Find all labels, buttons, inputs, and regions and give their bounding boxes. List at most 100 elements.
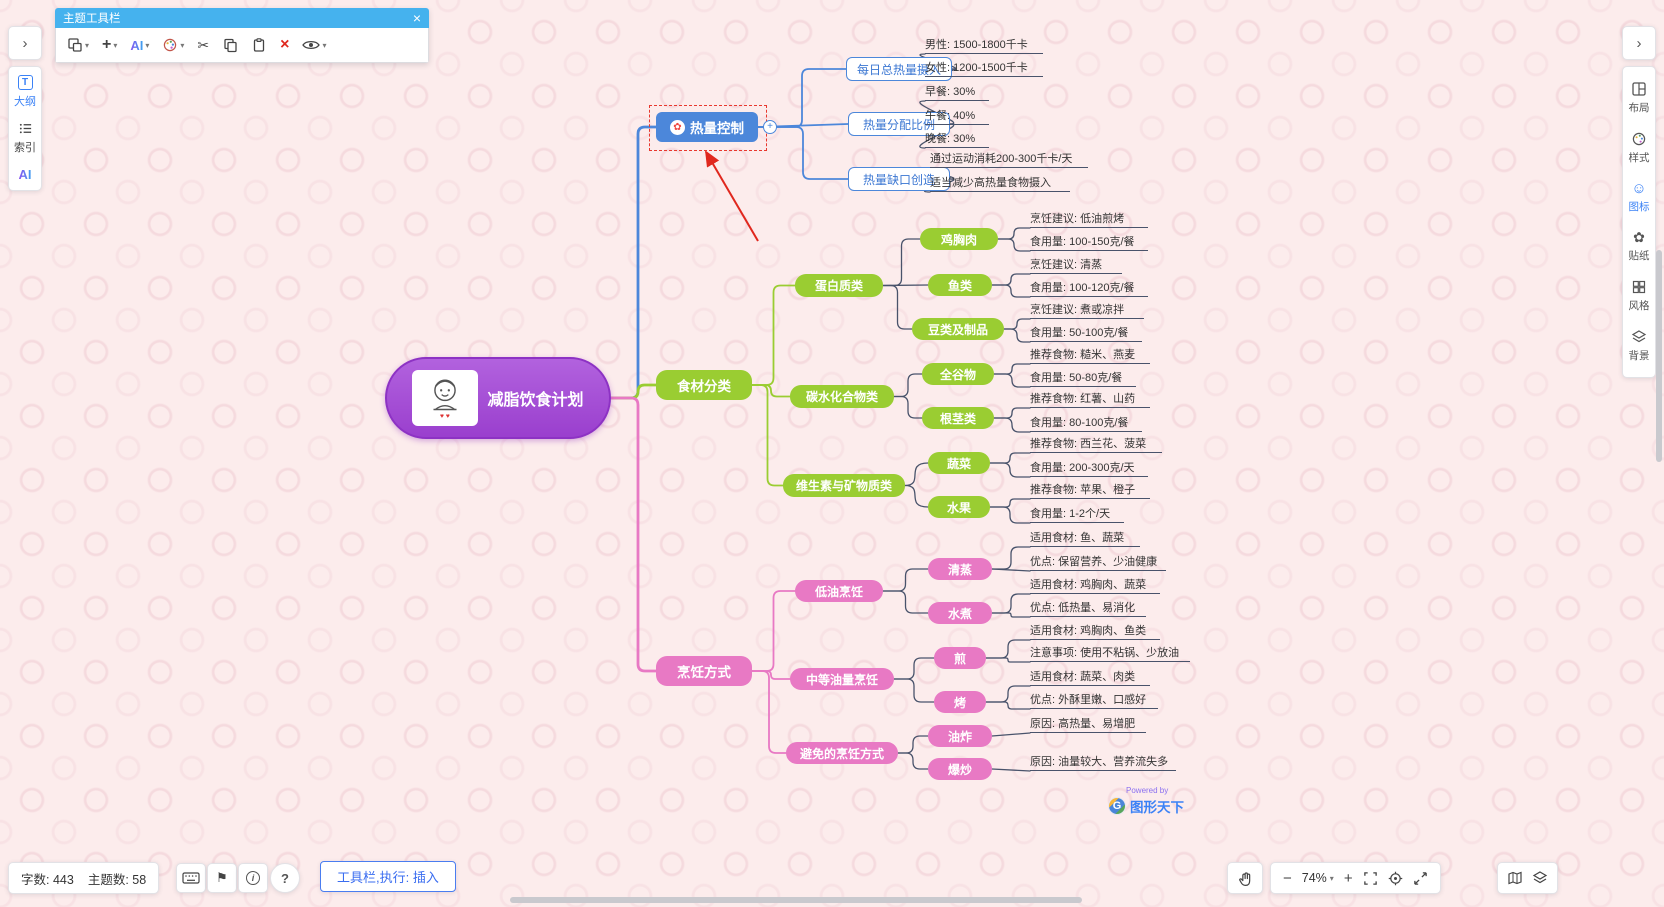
mindmap-node-b2c2a[interactable]: 全谷物 <box>922 363 994 385</box>
mindmap-node-b2c1b1[interactable]: 烹饪建议: 清蒸 <box>1030 258 1122 274</box>
center-view-button[interactable] <box>1388 871 1403 886</box>
mindmap-node-b1c1l2[interactable]: 女性: 1200-1500千卡 <box>925 61 1043 77</box>
theme-toolbar-header[interactable]: 主题工具栏 × <box>55 8 429 28</box>
mindmap-node-b2c1c[interactable]: 豆类及制品 <box>912 318 1004 340</box>
zoom-out-button[interactable]: − <box>1283 869 1292 887</box>
mindmap-node-b2c3b[interactable]: 水果 <box>928 496 990 518</box>
mindmap-node-b2c3b1[interactable]: 推荐食物: 苹果、橙子 <box>1030 483 1150 499</box>
mindmap-node-b1c1[interactable]: 每日总热量摄入 <box>846 57 952 81</box>
tab-icons[interactable]: ☺ 图标 <box>1623 173 1655 222</box>
close-icon[interactable]: × <box>412 10 421 26</box>
zoom-level-dropdown[interactable]: 74% ▾ <box>1302 871 1334 885</box>
mindmap-node-b2c2b2[interactable]: 食用量: 80-100克/餐 <box>1030 416 1142 432</box>
mindmap-node-b1[interactable]: ✿热量控制 <box>656 112 758 142</box>
help-button[interactable]: ? <box>270 863 300 893</box>
left-panel-expand-button[interactable]: › <box>8 26 42 60</box>
mindmap-node-b3c3a[interactable]: 油炸 <box>928 725 992 747</box>
mindmap-node-b3c1b[interactable]: 水煮 <box>928 602 992 624</box>
tab-layout[interactable]: 布局 <box>1623 73 1655 123</box>
cut-button[interactable]: ✂ <box>194 35 212 55</box>
mindmap-node-b2c2b1[interactable]: 推荐食物: 红薯、山药 <box>1030 392 1150 408</box>
mindmap-node-b2c1a[interactable]: 鸡胸肉 <box>920 228 998 250</box>
mindmap-node-b3c1a[interactable]: 清蒸 <box>928 558 992 580</box>
mindmap-root-node[interactable]: ♥ ♥减脂饮食计划 <box>385 357 611 439</box>
mindmap-node-b1c3l1[interactable]: 通过运动消耗200-300千卡/天 <box>930 152 1088 168</box>
mindmap-node-b2c2b[interactable]: 根茎类 <box>922 407 994 429</box>
visibility-button[interactable]: ▾ <box>299 36 329 54</box>
mindmap-node-b3[interactable]: 烹饪方式 <box>656 656 752 686</box>
mindmap-node-b2c1[interactable]: 蛋白质类 <box>795 274 883 297</box>
mindmap-node-b2c1b[interactable]: 鱼类 <box>928 274 992 296</box>
layers-button[interactable] <box>1532 870 1548 886</box>
mindmap-node-b3c2a[interactable]: 煎 <box>934 647 986 669</box>
mindmap-node-b3c2b2[interactable]: 优点: 外酥里嫩、口感好 <box>1030 693 1158 709</box>
mindmap-node-b3c2a1[interactable]: 适用食材: 鸡胸肉、鱼类 <box>1030 624 1160 640</box>
mindmap-node-b3c1a1[interactable]: 适用食材: 鱼、蔬菜 <box>1030 531 1140 547</box>
flag-button[interactable]: ⚑ <box>207 863 237 893</box>
node-label: 适用食材: 蔬菜、肉类 <box>1030 671 1136 683</box>
delete-button[interactable]: × <box>277 35 292 55</box>
sidebar-item-outline[interactable]: T 大纲 <box>9 75 41 109</box>
fit-screen-button[interactable] <box>1363 871 1378 886</box>
toolbar-execute-insert-button[interactable]: 工具栏,执行: 插入 <box>320 861 456 892</box>
mindmap-node-b2c2[interactable]: 碳水化合物类 <box>790 385 894 408</box>
copy-button[interactable] <box>219 34 241 56</box>
horizontal-scrollbar[interactable] <box>510 897 1082 903</box>
tab-style[interactable]: 样式 <box>1623 123 1655 173</box>
mindmap-node-b3c2a2[interactable]: 注意事项: 使用不粘锅、少放油 <box>1030 646 1190 662</box>
mindmap-node-b2c1a2[interactable]: 食用量: 100-150克/餐 <box>1030 235 1148 251</box>
mindmap-node-b2c1c2[interactable]: 食用量: 50-100克/餐 <box>1030 326 1142 342</box>
mindmap-node-b3c3b[interactable]: 爆炒 <box>928 758 992 780</box>
mindmap-node-b3c1b2[interactable]: 优点: 低热量、易消化 <box>1030 601 1146 617</box>
mindmap-node-b3c1a2[interactable]: 优点: 保留营养、少油健康 <box>1030 555 1166 571</box>
mindmap-node-b2c2a1[interactable]: 推荐食物: 糙米、燕麦 <box>1030 348 1150 364</box>
minimap-button[interactable] <box>1507 870 1523 886</box>
color-palette-button[interactable]: ▾ <box>159 34 187 56</box>
mindmap-node-b2c1c1[interactable]: 烹饪建议: 煮或凉拌 <box>1030 303 1144 319</box>
mindmap-node-b3c3b1[interactable]: 原因: 油量较大、营养流失多 <box>1030 755 1176 771</box>
theme-style-button[interactable]: ▾ <box>64 34 92 56</box>
paste-button[interactable] <box>248 34 270 56</box>
zoom-in-button[interactable]: + <box>1343 869 1353 887</box>
mindmap-node-b2[interactable]: 食材分类 <box>656 370 752 400</box>
vertical-scrollbar[interactable] <box>1656 250 1662 462</box>
fullscreen-button[interactable] <box>1413 871 1428 886</box>
add-topic-button[interactable]: + ▾ <box>99 35 120 55</box>
tab-theme-style[interactable]: 风格 <box>1623 271 1655 321</box>
node-label: 原因: 油量较大、营养流失多 <box>1030 756 1169 768</box>
mindmap-node-b3c1b1[interactable]: 适用食材: 鸡胸肉、蔬菜 <box>1030 578 1160 594</box>
tab-stickers[interactable]: ✿ 贴纸 <box>1623 222 1655 271</box>
mindmap-node-b2c2a2[interactable]: 食用量: 50-80克/餐 <box>1030 371 1136 387</box>
pan-tool-button[interactable] <box>1227 862 1263 894</box>
mindmap-node-b2c3[interactable]: 维生素与矿物质类 <box>783 474 905 497</box>
mindmap-node-b1c2l3[interactable]: 晚餐: 30% <box>925 132 989 148</box>
mindmap-node-b2c3b2[interactable]: 食用量: 1-2个/天 <box>1030 507 1124 523</box>
mindmap-node-b1c2l2[interactable]: 午餐: 40% <box>925 109 989 125</box>
node-label: 注意事项: 使用不粘锅、少放油 <box>1030 647 1180 659</box>
mindmap-node-b3c2b1[interactable]: 适用食材: 蔬菜、肉类 <box>1030 670 1150 686</box>
mindmap-node-b2c1a1[interactable]: 烹饪建议: 低油煎烤 <box>1030 212 1148 228</box>
mindmap-node-b3c2[interactable]: 中等油量烹饪 <box>790 668 894 690</box>
mindmap-node-b2c3a1[interactable]: 推荐食物: 西兰花、菠菜 <box>1030 437 1162 453</box>
tab-background[interactable]: 背景 <box>1623 321 1655 371</box>
expand-handle[interactable]: + <box>763 120 777 134</box>
right-panel-expand-button[interactable]: › <box>1622 26 1656 60</box>
shortcut-keys-button[interactable] <box>176 863 206 893</box>
mindmap-node-b2c3a2[interactable]: 食用量: 200-300克/天 <box>1030 461 1148 477</box>
ai-button[interactable]: AI ▾ <box>127 35 152 56</box>
mindmap-node-b3c3a1[interactable]: 原因: 高热量、易增肥 <box>1030 717 1146 733</box>
mindmap-node-b1c2l1[interactable]: 早餐: 30% <box>925 85 989 101</box>
mindmap-node-b1c3[interactable]: 热量缺口创造 <box>848 167 950 191</box>
mindmap-node-b1c3l2[interactable]: 适当减少高热量食物摄入 <box>930 176 1070 192</box>
mindmap-node-b2c1b2[interactable]: 食用量: 100-120克/餐 <box>1030 281 1148 297</box>
mindmap-node-b2c3a[interactable]: 蔬菜 <box>928 452 990 474</box>
scissors-icon: ✂ <box>197 37 210 53</box>
mindmap-node-b3c3[interactable]: 避免的烹饪方式 <box>786 742 898 764</box>
sidebar-item-index[interactable]: 索引 <box>9 121 41 155</box>
info-button[interactable]: i <box>238 863 268 893</box>
mindmap-node-b3c1[interactable]: 低油烹饪 <box>795 580 883 602</box>
sidebar-item-ai[interactable]: AI <box>9 167 41 182</box>
mindmap-node-b1c1l1[interactable]: 男性: 1500-1800千卡 <box>925 38 1043 54</box>
mindmap-node-b3c2b[interactable]: 烤 <box>934 691 986 713</box>
